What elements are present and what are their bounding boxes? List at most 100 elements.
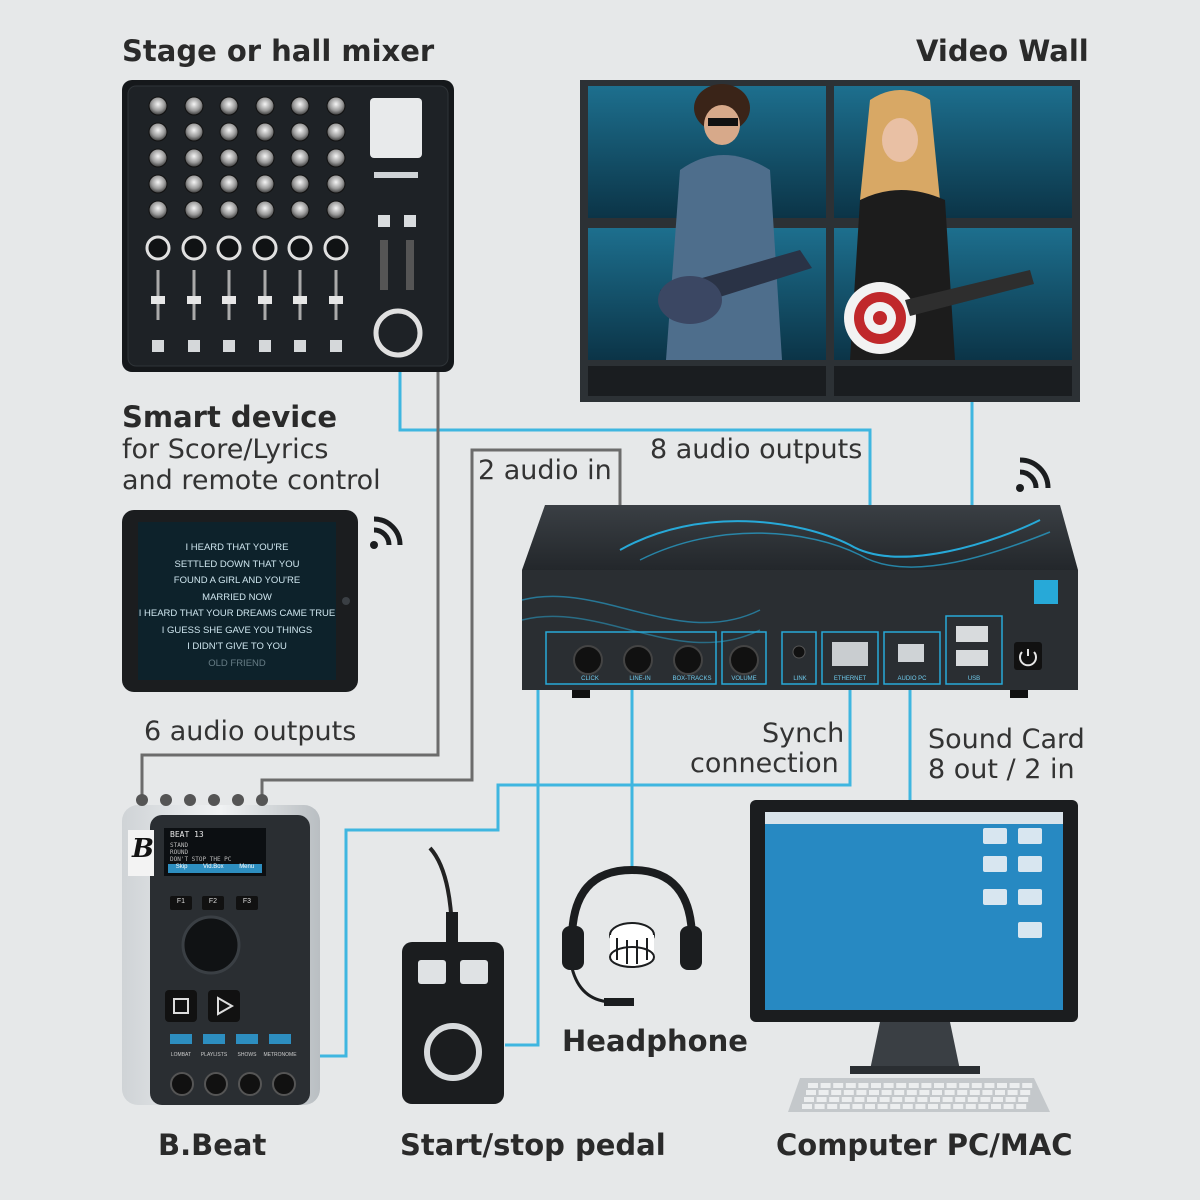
central-audio-box: [521, 505, 1078, 698]
mixer-gain-knob: [323, 235, 349, 261]
lyric-line: I HEARD THAT YOUR DREAMS CAME TRUE: [138, 608, 336, 619]
mixer-knob: [255, 174, 275, 194]
guitarist-female: [844, 90, 1034, 360]
mixer-gain-knob: [287, 235, 313, 261]
bbeat-screen-tab: Skip: [175, 864, 188, 870]
desktop-folders: [983, 828, 1042, 938]
mixer-jog-wheel: [373, 308, 423, 358]
bbeat-function-key[interactable]: F3: [242, 898, 252, 905]
video-wall: [580, 80, 1080, 402]
bbeat-screen-tab: Vid.Box: [203, 864, 224, 870]
sound-card-label: Sound Card: [928, 724, 1085, 755]
mixer-knob: [184, 174, 204, 194]
bbeat-screen-row: STAND: [170, 842, 189, 849]
mixer-fader: [329, 296, 343, 304]
stage-mixer: [122, 80, 454, 372]
bbeat-screen-tabs: Skip Vid.Box Menu: [168, 864, 262, 870]
mixer-fader: [187, 296, 201, 304]
box-port-label: LINK: [793, 676, 807, 682]
bbeat-device: [122, 794, 320, 1105]
folder-icon: [1018, 922, 1042, 938]
folder-icon: [1018, 856, 1042, 872]
headphone-icon: [562, 865, 702, 1006]
mixer-gain-knob: [216, 235, 242, 261]
synch-label: Synch: [762, 718, 845, 749]
mixer-knob: [326, 174, 346, 194]
box-port-label: AUDIO PC: [897, 676, 927, 682]
cable-six-audio-outputs: [140, 365, 440, 805]
box-port-label: USB: [967, 676, 981, 682]
mixer-knob: [255, 200, 275, 220]
lyric-line: I GUESS SHE GAVE YOU THINGS: [161, 624, 313, 636]
mixer-knob: [219, 148, 239, 168]
bbeat-screen-tab: Menu: [239, 864, 255, 870]
bbeat-function-key[interactable]: F2: [208, 898, 218, 905]
mixer-knob: [148, 122, 168, 142]
mixer-knob: [290, 148, 310, 168]
mixer-knob: [148, 200, 168, 220]
wifi-icon: [370, 516, 403, 549]
bbeat-jog-wheel: [181, 915, 241, 975]
mixer-knob: [255, 148, 275, 168]
mixer-knob: [290, 200, 310, 220]
folder-icon: [983, 889, 1007, 905]
cable-synch: [318, 690, 852, 1058]
bbeat-logo: [609, 922, 655, 968]
mixer-knob: [184, 148, 204, 168]
tablet-lyrics: I HEARD THAT YOU'RE SETTLED DOWN THAT YOU…: [138, 540, 336, 672]
bbeat-top-jacks: [136, 794, 268, 806]
mixer-knob: [326, 148, 346, 168]
bbeat-screen-row: DON'T STOP THE PC: [170, 856, 232, 863]
bbeat-screen-title: BEAT 13: [170, 830, 204, 839]
folder-icon: [983, 856, 1007, 872]
bbeat-screen-row: ROUND: [170, 849, 189, 856]
smart-tablet: [122, 510, 358, 692]
box-port-label: CLICK: [581, 676, 599, 682]
box-port-label: ETHERNET: [833, 676, 867, 682]
box-knobs: [573, 645, 759, 675]
mixer-knob: [184, 200, 204, 220]
lyric-line: OLD FRIEND: [208, 657, 266, 669]
mixer-knob: [326, 122, 346, 142]
bbeat-bottom-label: METRONOME: [263, 1052, 297, 1058]
lyric-line: SETTLED DOWN THAT YOU: [174, 558, 300, 570]
folder-icon: [1018, 889, 1042, 905]
lyric-line: MARRIED NOW: [202, 591, 272, 603]
mixer-knob: [219, 174, 239, 194]
mixer-knob: [290, 96, 310, 116]
mixer-gain-knob: [145, 235, 171, 261]
mixer-fader: [222, 296, 236, 304]
mixer-knob: [148, 96, 168, 116]
bbeat-function-key[interactable]: F1: [176, 898, 186, 905]
video-wall-label: Video Wall: [916, 34, 1089, 68]
usb-a-port: [956, 626, 988, 642]
smart-device-subtitle: and remote control: [122, 465, 381, 496]
two-audio-in-label: 2 audio in: [478, 455, 612, 486]
computer-screen: [765, 812, 1063, 1010]
box-logo: [1034, 580, 1058, 604]
headphone-label: Headphone: [562, 1024, 748, 1058]
usb-a-port: [956, 650, 988, 666]
mixer-knob: [184, 122, 204, 142]
keyboard-keys: [802, 1083, 1033, 1109]
mixer-knobs: [145, 96, 349, 352]
box-port-label: LINE-IN: [629, 676, 651, 682]
cable-two-audio-in: [260, 448, 622, 805]
guitarist-male: [658, 84, 812, 360]
mixer-label: Stage or hall mixer: [122, 34, 435, 68]
mixer-knob: [219, 122, 239, 142]
cable-mixer-box: [398, 370, 872, 505]
eight-audio-outputs-label: 8 audio outputs: [650, 434, 863, 465]
six-audio-outputs-label: 6 audio outputs: [144, 716, 357, 747]
sound-card-label: 8 out / 2 in: [928, 754, 1075, 785]
mixer-fader: [293, 296, 307, 304]
bbeat-bottom-label: PLAYLISTS: [200, 1052, 228, 1058]
box-port-label: VOLUME: [731, 676, 757, 682]
power-icon: [1019, 649, 1037, 667]
ethernet-port: [832, 642, 868, 666]
lyric-line: I HEARD THAT YOU'RE: [185, 542, 289, 553]
mixer-knob: [219, 96, 239, 116]
